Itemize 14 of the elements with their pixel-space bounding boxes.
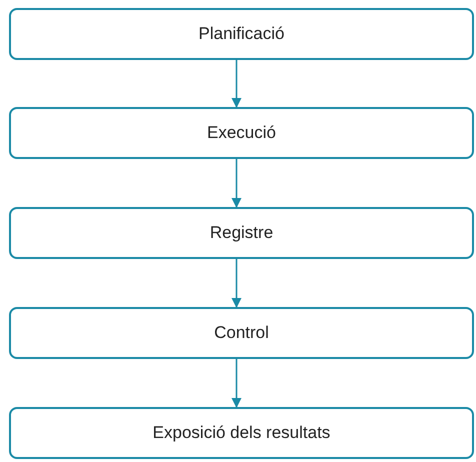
process-box xyxy=(9,407,474,459)
process-box xyxy=(9,307,474,359)
step-label: Registre xyxy=(210,222,274,244)
process-box xyxy=(9,107,474,159)
step-label: Exposició dels resultats xyxy=(152,422,330,444)
process-box xyxy=(9,207,474,259)
process-box xyxy=(9,8,474,60)
arrow xyxy=(232,259,242,308)
step-label: Execució xyxy=(207,122,276,144)
step-label: Planificació xyxy=(198,23,284,46)
step-label: Control xyxy=(214,322,269,344)
arrow xyxy=(232,159,242,208)
arrow xyxy=(232,60,242,108)
arrow xyxy=(232,359,242,408)
